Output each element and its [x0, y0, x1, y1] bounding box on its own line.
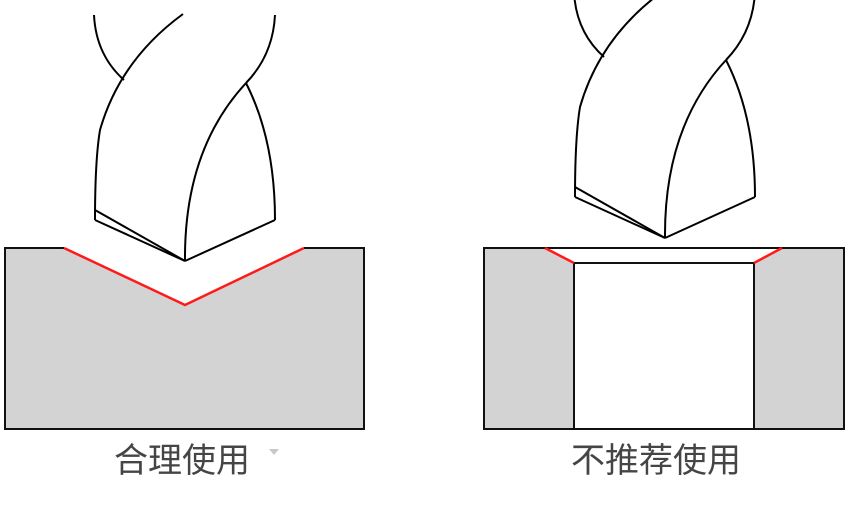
- right-contact-edge-left: [544, 246, 575, 265]
- left-contact-edge: [63, 246, 305, 307]
- left-caption: 合理使用: [114, 441, 250, 481]
- left-workpiece-block: [5, 248, 364, 429]
- right-contact-edge-right: [753, 246, 783, 265]
- left-drill-bit-icon: [93, 13, 276, 262]
- right-workpiece-right-wall: [754, 248, 844, 429]
- right-panel: [483, 0, 845, 430]
- right-caption: 不推荐使用: [571, 441, 741, 481]
- right-hole-interior: [575, 264, 753, 428]
- right-drill-bit-icon: [573, 0, 756, 239]
- right-workpiece-outline: [483, 247, 845, 430]
- left-workpiece-outline: [4, 247, 365, 430]
- right-chamfer-gap: [545, 248, 782, 263]
- right-through-hole: [573, 262, 755, 429]
- left-panel: [4, 13, 365, 430]
- dropdown-caret-icon[interactable]: [269, 449, 279, 455]
- right-workpiece-left-wall: [484, 248, 574, 429]
